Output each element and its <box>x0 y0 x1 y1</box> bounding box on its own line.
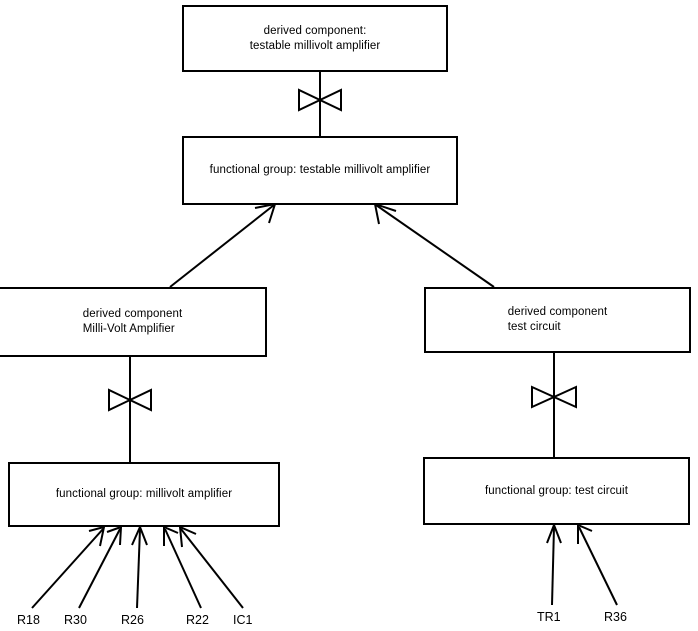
node-derived-test-circuit[interactable]: derived component test circuit <box>424 287 691 353</box>
arrow-tr1-edge <box>546 522 562 606</box>
node-label: derived component: testable millivolt am… <box>249 24 381 52</box>
arrow-ic1-edge <box>178 525 244 609</box>
node-label: derived component Milli-Volt Amplifier <box>82 308 183 335</box>
bowtie-top-icon <box>298 88 342 112</box>
node-derived-testable-millivolt-amplifier[interactable]: derived component: testable millivolt am… <box>182 5 448 72</box>
arrow-r30-edge <box>78 525 123 609</box>
arrow-left-to-top-edge <box>169 202 277 288</box>
arrow-r18-edge <box>31 525 106 609</box>
node-label: functional group: test circuit <box>485 484 628 497</box>
leaf-label-r36[interactable]: R36 <box>604 610 627 624</box>
leaf-label-r30[interactable]: R30 <box>64 613 87 627</box>
leaf-label-r18[interactable]: R18 <box>17 613 40 627</box>
node-fg-millivolt-amplifier[interactable]: functional group: millivolt amplifier <box>8 462 280 527</box>
arrow-r36-edge <box>577 523 618 606</box>
node-label: derived component test circuit <box>507 306 608 333</box>
node-label: functional group: millivolt amplifier <box>55 488 233 500</box>
node-fg-testable-millivolt-amplifier[interactable]: functional group: testable millivolt amp… <box>182 136 458 205</box>
leaf-label-r26[interactable]: R26 <box>121 613 144 627</box>
leaf-label-tr1[interactable]: TR1 <box>537 610 561 624</box>
node-derived-milli-volt-amplifier[interactable]: derived component Milli-Volt Amplifier <box>0 287 267 357</box>
leaf-label-ic1[interactable]: IC1 <box>233 613 253 627</box>
bowtie-left-icon <box>108 388 152 412</box>
node-fg-test-circuit[interactable]: functional group: test circuit <box>423 457 690 525</box>
node-label: functional group: testable millivolt amp… <box>209 164 431 176</box>
arrow-r22-edge <box>163 525 202 609</box>
arrow-r26-edge <box>131 524 148 609</box>
bowtie-right-icon <box>531 385 577 409</box>
leaf-label-r22[interactable]: R22 <box>186 613 209 627</box>
arrow-right-to-top-edge <box>373 202 495 288</box>
